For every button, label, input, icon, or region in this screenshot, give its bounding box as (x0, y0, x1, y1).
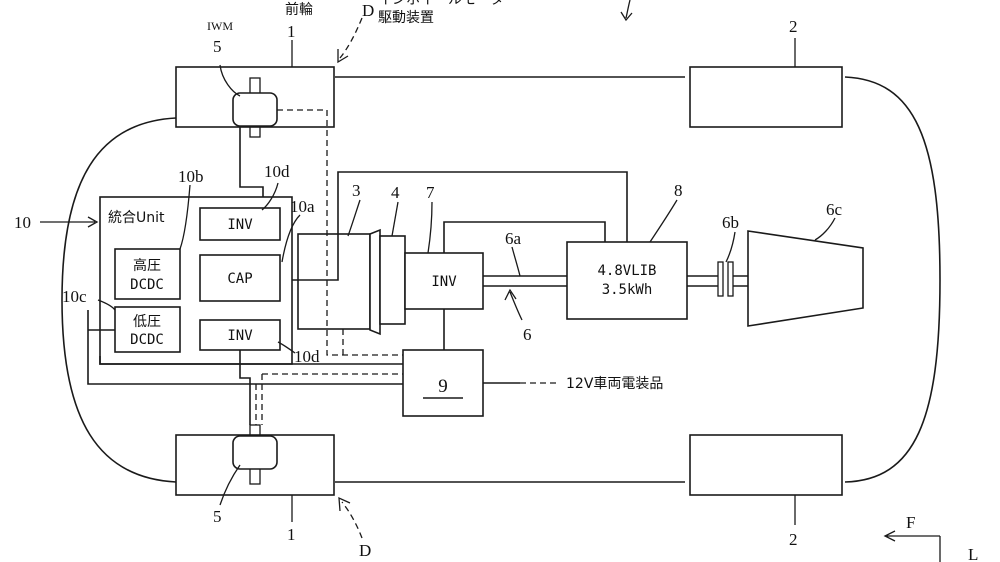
label-battery-2: 3.5kWh (602, 282, 653, 298)
arrow-d-bottom-head (338, 496, 351, 512)
label-hv-dcdc-1: 高圧 (133, 257, 161, 274)
cap-box (199, 254, 281, 302)
label-ref-6: 6 (523, 325, 532, 344)
leader-8 (649, 199, 678, 243)
vehicle-body-outline (61, 76, 941, 483)
coupling-plate-right (727, 261, 734, 297)
label-ref-10d-bottom: 10d (294, 347, 320, 366)
wire-inv-bottom-down (239, 350, 251, 425)
label-ref-l: L (968, 545, 978, 562)
label-hv-dcdc-2: DCDC (130, 277, 164, 293)
label-cap: CAP (227, 271, 252, 287)
lv-dcdc-box (114, 306, 181, 353)
label-ref-10d-top: 10d (264, 162, 290, 181)
leader-10c (97, 299, 116, 311)
label-ref-7: 7 (426, 183, 435, 202)
rear-wheel-top (689, 66, 843, 128)
label-ref-1-bottom: 1 (287, 525, 296, 544)
wire-cap-to-motor (292, 171, 628, 281)
leader-3 (347, 199, 361, 237)
motor-flange (369, 228, 381, 336)
label-title-line1: インホイールモータ (378, 0, 504, 8)
label-inv-top: INV (227, 217, 253, 233)
arrow-top-right (620, 0, 633, 22)
label-iwm: IWM (207, 19, 233, 33)
label-ref-10a: 10a (290, 197, 315, 216)
label-battery-1: 4.8VLIB (597, 263, 656, 279)
label-ref-5-bottom: 5 (213, 507, 222, 526)
motor-block (297, 233, 371, 330)
arrow-d-top-head (337, 49, 349, 64)
coupling-plate-left (717, 261, 724, 297)
leader-6c (814, 217, 836, 241)
label-ref-2-bottom: 2 (789, 530, 798, 549)
label-ref-6c: 6c (826, 200, 843, 219)
label-ref-5-top: 5 (213, 37, 222, 56)
shaft-battery-to-coupling (687, 275, 718, 287)
converter-box-9 (402, 349, 484, 417)
label-ref-3: 3 (352, 181, 361, 200)
label-ref-10c: 10c (62, 287, 87, 306)
in-wheel-motor-bottom (232, 435, 278, 470)
signal-iwm-top (277, 109, 403, 356)
leader-10a (281, 214, 301, 263)
arrow-f (883, 530, 941, 562)
label-unit-title: 統合Unit (108, 210, 165, 226)
label-front-wheel: 前輪 (285, 1, 313, 18)
hv-dcdc-box (114, 248, 181, 300)
rear-wheel-bottom (689, 434, 843, 496)
inv-bottom-box (199, 319, 281, 351)
gear-block (379, 235, 406, 325)
label-ref-f: F (906, 513, 915, 532)
leader-7 (427, 201, 433, 254)
label-inv-bottom: INV (227, 328, 253, 344)
leader-6b (725, 231, 736, 263)
label-lv-dcdc-1: 低圧 (133, 314, 161, 330)
signal-iwm-bottom (261, 373, 403, 425)
wire-unit-bottom (99, 356, 403, 365)
label-accessories: 12V車両電装品 (566, 375, 663, 392)
label-d-top: D (362, 1, 374, 20)
label-ref-2-top: 2 (789, 17, 798, 36)
arrow-d-bottom (341, 501, 363, 539)
inv-top-box (199, 207, 281, 241)
arrow-10 (40, 216, 99, 228)
label-ref-6b: 6b (722, 213, 739, 232)
shaft-coupling-to-drive (733, 275, 748, 287)
label-ref-10b: 10b (178, 167, 204, 186)
leader-10d-top (261, 182, 279, 211)
label-ref-1-top: 1 (287, 22, 296, 41)
label-d-bottom: D (359, 541, 371, 560)
leader-6a (511, 246, 521, 277)
label-title-line2: 駆動装置 (378, 10, 434, 26)
label-inv-main: INV (431, 274, 457, 290)
leader-4 (391, 201, 399, 237)
battery-box (566, 241, 688, 320)
label-lv-dcdc-2: DCDC (130, 332, 164, 348)
label-ref-6a: 6a (505, 229, 522, 248)
wire-battery-loop (443, 221, 606, 253)
leader-5-top (219, 64, 241, 97)
wire-iwm-top-to-unit (239, 127, 264, 197)
arrow-6 (504, 288, 523, 321)
rear-drive-unit (747, 230, 864, 327)
leader-10b (179, 184, 191, 250)
in-wheel-motor-top (232, 92, 278, 127)
label-ref-10: 10 (14, 213, 31, 232)
label-ref-9: 9 (438, 376, 448, 397)
wire-unit-to-box9 (87, 310, 403, 385)
arrow-d-top (339, 17, 363, 59)
leader-10d-bottom (277, 341, 296, 354)
label-ref-4: 4 (391, 183, 400, 202)
label-ref-8: 8 (674, 181, 683, 200)
leader-5-bottom (219, 464, 241, 506)
